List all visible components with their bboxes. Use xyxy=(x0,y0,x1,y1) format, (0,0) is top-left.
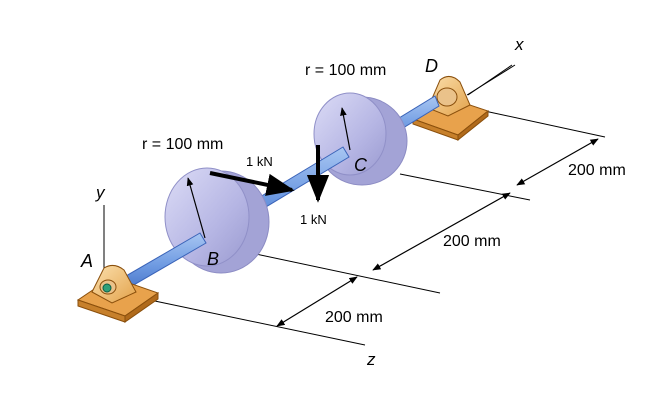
load-arrow-horizontal xyxy=(209,171,295,196)
point-c-label: C xyxy=(354,155,368,175)
load-label-vertical: 1 kN xyxy=(300,212,327,227)
dim-arrow-right xyxy=(516,138,599,186)
radius-line-b xyxy=(186,177,206,239)
dimension-label-middle: 200 mm xyxy=(443,233,501,250)
dimension-label-right: 200 mm xyxy=(568,162,626,179)
axis-y-label: y xyxy=(95,183,106,202)
radius-indicators xyxy=(186,107,351,239)
dimension-arrows xyxy=(276,138,599,327)
dimension-label-bottom: 200 mm xyxy=(325,309,383,326)
load-arrows xyxy=(209,145,330,203)
radius-label-d: r = 100 mm xyxy=(305,62,386,79)
x-axis-line xyxy=(467,64,513,96)
radius-line-c xyxy=(340,107,351,151)
load-label-horizontal: 1 kN xyxy=(246,154,273,169)
bearing-d xyxy=(411,76,490,142)
axis-x-label: x xyxy=(514,35,524,54)
dim-arrow-middle xyxy=(372,192,511,271)
radius-label-b: r = 100 mm xyxy=(142,136,223,153)
point-b-label: B xyxy=(207,249,219,269)
axis-z-label: z xyxy=(366,350,376,369)
dim-arrow-bottom xyxy=(276,276,358,327)
pin-icon xyxy=(102,283,112,293)
point-a-label: A xyxy=(80,251,93,271)
bearing-a xyxy=(76,264,160,323)
point-d-label: D xyxy=(425,56,438,76)
